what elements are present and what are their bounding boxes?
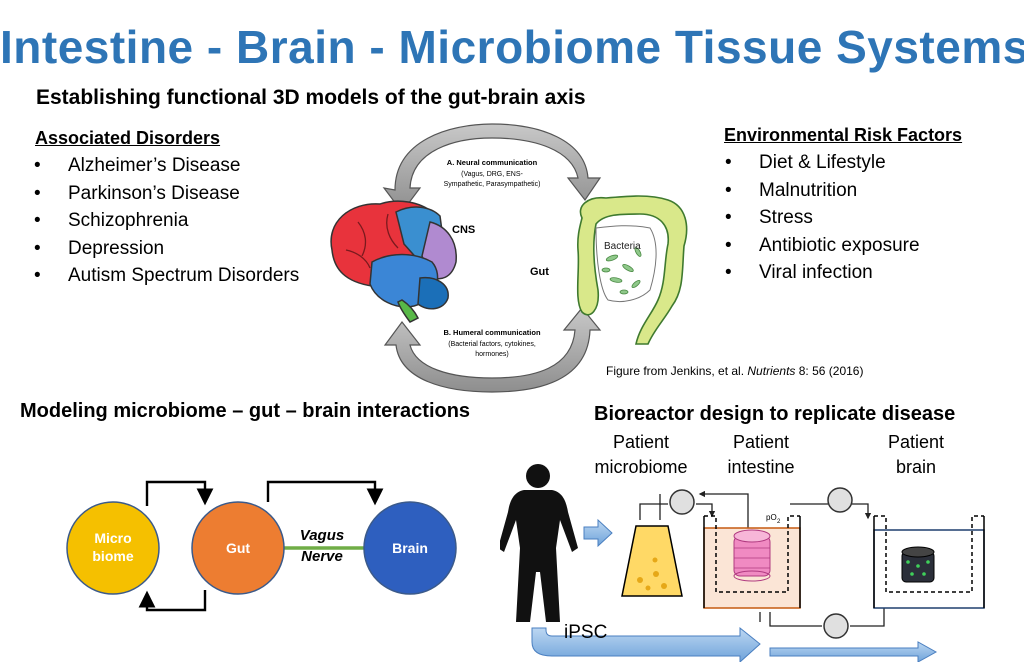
bacteria-label: Bacteria [604,241,641,252]
disorders-heading: Associated Disorders [35,128,221,148]
risk-factors-list: Diet & Lifestyle Malnutrition Stress Ant… [725,149,920,287]
bacteria-dots [601,247,642,295]
figure-citation: Figure from Jenkins, et al. Nutrients 8:… [606,364,863,378]
disorder-item: Parkinson’s Disease [34,180,299,208]
microbiome-node-label: biome [92,548,133,564]
risk-factor-item: Antibiotic exposure [725,232,920,260]
patient-brain-label: Patient brain [868,430,964,480]
interaction-network-diagram: Micro biome Gut Brain Vagus Nerve [66,480,457,612]
humeral-communication-detail: hormones) [475,351,508,358]
page-title: Intestine - Brain - Microbiome Tissue Sy… [0,21,1024,73]
disorder-item: Alzheimer’s Disease [34,152,299,180]
modeling-heading: Modeling microbiome – gut – brain intera… [20,400,471,422]
ipsc-label: iPSC [564,622,608,643]
vagus-nerve-label: Nerve [301,548,343,565]
patient-silhouette-icon [500,464,578,622]
loop-arrow-microbiome-gut [145,480,214,506]
patient-intestine-label: Patient intestine [708,430,814,480]
citation-text: Figure from Jenkins, et al. [606,364,748,378]
sample-arrow [583,518,613,548]
disorder-item: Autism Spectrum Disorders [34,262,299,290]
microbiome-node-label: Micro [94,530,131,546]
ipsc-arrow-to-brain [769,641,938,662]
po2-label: pO [766,513,777,522]
gut-node-label: Gut [226,540,250,556]
gut-node [191,501,285,595]
column-label-line: Patient [887,432,945,452]
humeral-arrow [383,307,602,393]
risk-factor-item: Stress [725,204,920,232]
microbiome-node [66,501,160,595]
risk-factor-item: Malnutrition [725,177,920,205]
patient-microbiome-label: Patient microbiome [584,430,698,480]
page-subtitle: Establishing functional 3D models of the… [36,86,586,109]
vagus-nerve-label: Vagus [300,527,344,544]
gut-brain-axis-figure: Bacteria A. Neural communication (Vagus,… [330,123,688,393]
loop-arrow-gut-brain [266,480,384,506]
cns-label: CNS [452,224,475,236]
po2-subscript: 2 [777,519,781,525]
risk-factors-heading: Environmental Risk Factors [724,125,963,145]
risk-factor-item: Diet & Lifestyle [725,149,920,177]
ipsc-arrow [531,626,761,662]
gut-illustration: Bacteria [576,195,688,345]
bioreactor-schematic: pO 2 [500,464,985,662]
brain-illustration [330,200,457,323]
risk-factor-item: Viral infection [725,259,920,287]
neural-communication-detail: Sympathetic, Parasympathetic) [444,181,541,188]
column-label-line: brain [895,457,937,477]
column-label-line: microbiome [594,457,688,477]
neural-arrow [382,123,602,213]
culture-bubbles [637,557,667,591]
disorders-list: Alzheimer’s Disease Parkinson’s Disease … [34,152,299,290]
gut-label: Gut [530,266,549,278]
microbiome-culture-vessel [621,525,683,597]
column-label-line: Patient [612,432,670,452]
disorder-item: Depression [34,235,299,263]
neural-communication-detail: (Vagus, DRG, ENS- [461,171,523,178]
humeral-communication-title: B. Humeral communication [443,328,541,337]
brain-node-label: Brain [392,540,428,556]
bioreactor-heading: Bioreactor design to replicate disease [594,403,956,425]
loop-arrow-gut-microbiome [138,590,207,612]
column-label-line: Patient [732,432,790,452]
humeral-communication-detail: (Bacterial factors, cytokines, [448,341,536,348]
citation-text: 8: 56 (2016) [795,364,864,378]
disorder-item: Schizophrenia [34,207,299,235]
brain-node [363,501,457,595]
pump-icon [669,487,853,639]
neural-communication-title: A. Neural communication [447,158,538,167]
brain-scaffold [901,546,935,583]
citation-journal: Nutrients [747,364,796,378]
intestine-scaffold [733,529,771,582]
column-label-line: intestine [727,457,795,477]
